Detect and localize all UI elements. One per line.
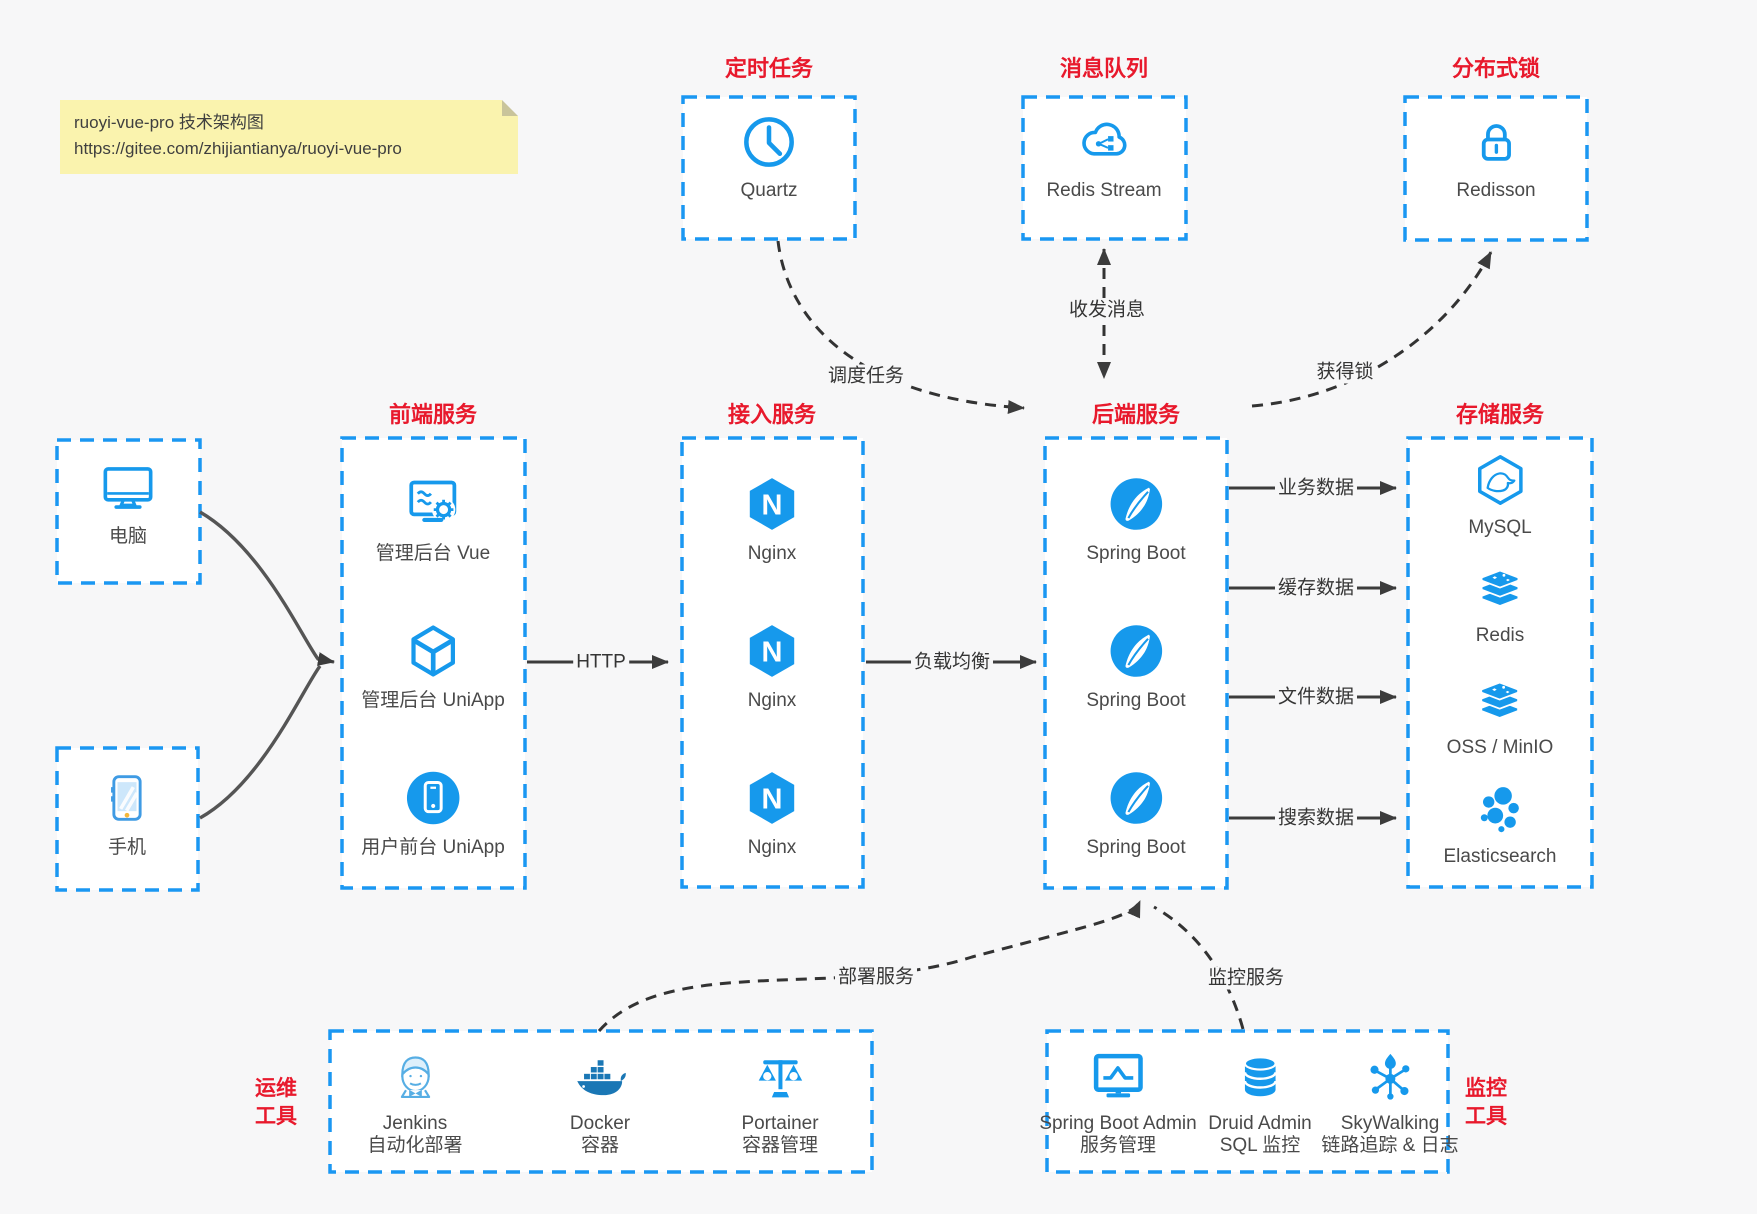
box-storage [1406, 436, 1594, 889]
box-monitor-tools [1045, 1029, 1450, 1174]
box-computer [55, 438, 202, 585]
box-ops-tools [328, 1029, 874, 1174]
box-quartz [681, 95, 857, 241]
box-redisson [1403, 95, 1589, 242]
box-frontend [340, 436, 527, 890]
edge-monitor-service [1153, 905, 1245, 1030]
box-phone [55, 746, 200, 892]
edge-computer-to-frontend [199, 510, 335, 666]
box-backend [1043, 436, 1229, 890]
edge-schedule-task [776, 240, 1025, 414]
edge-phone-to-frontend [199, 664, 322, 820]
box-gateway [680, 436, 865, 889]
edge-get-lock [1251, 251, 1493, 408]
edge-deploy-service [597, 900, 1142, 1032]
box-redis-stream [1021, 95, 1188, 241]
